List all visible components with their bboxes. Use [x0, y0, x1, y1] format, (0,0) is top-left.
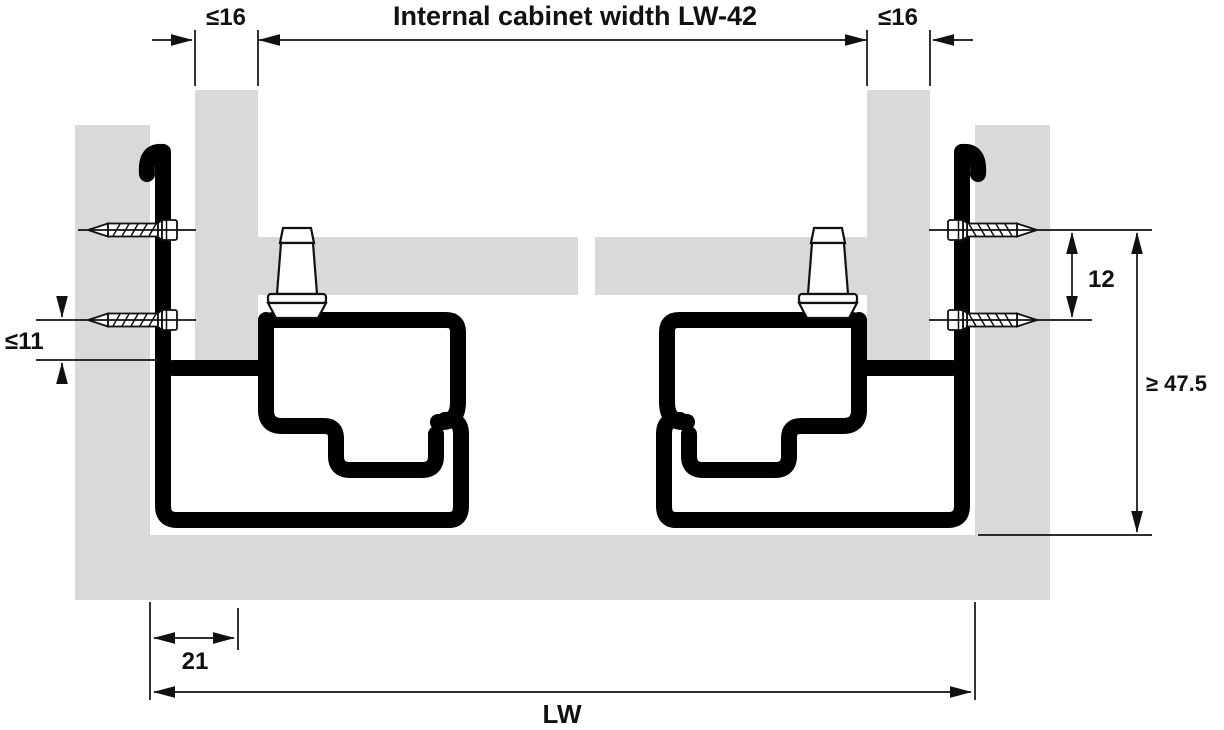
drawer-runner-profile — [258, 312, 466, 478]
cabinet-side-panel — [75, 125, 150, 600]
dim-label-21: 21 — [182, 648, 209, 675]
dim-label-11: ≤11 — [5, 328, 44, 355]
coupling-bolt-head — [278, 226, 316, 245]
coupling-bolt-collar — [266, 292, 328, 305]
dim-label-12: 12 — [1088, 266, 1115, 293]
coupling-bolt-nut — [266, 301, 328, 320]
drawer-side-panel — [195, 90, 258, 360]
dim-label-right-16: ≤16 — [878, 4, 918, 31]
right-assembly — [664, 90, 1050, 600]
coupling-bolt-body — [275, 241, 319, 296]
dim-label-left-16: ≤16 — [206, 4, 246, 31]
dim-label-lw: LW — [543, 699, 582, 729]
left-assembly — [75, 90, 469, 600]
dim-label-475: ≥ 47.5 — [1146, 371, 1207, 396]
cabinet-rail-profile — [138, 143, 469, 528]
diagram-title: Internal cabinet width LW-42 — [393, 1, 757, 31]
cabinet-bottom-panel — [150, 535, 975, 600]
